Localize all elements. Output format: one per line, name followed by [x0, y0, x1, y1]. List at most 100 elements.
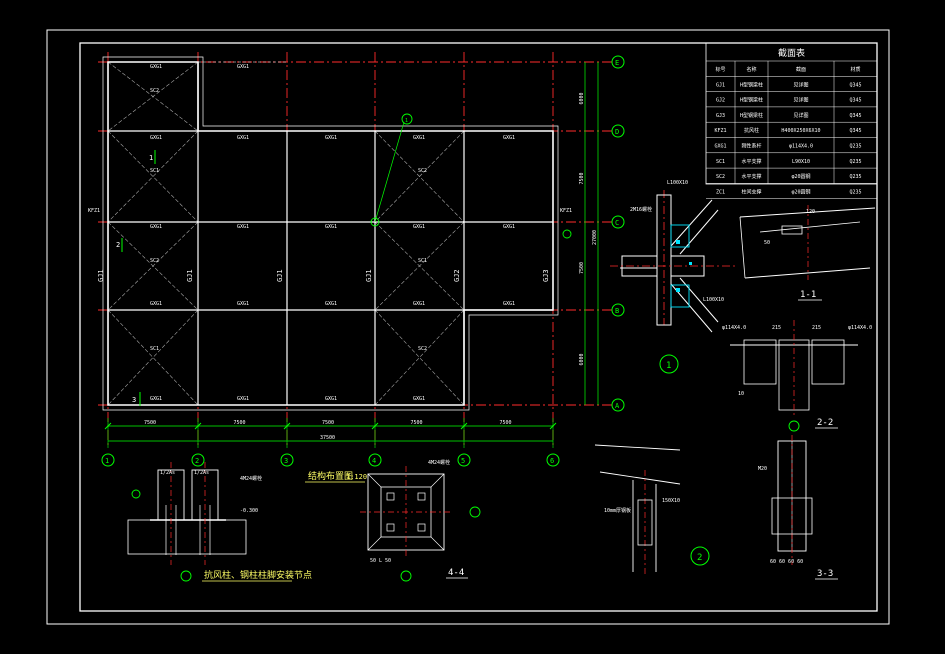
callout-label: 1	[405, 118, 408, 124]
table-cell-2-2: 见详图	[793, 97, 808, 104]
brace-b-2	[107, 221, 199, 311]
s33-plate	[771, 497, 813, 535]
axis-label-row-E: E	[615, 59, 619, 67]
axis-bubble-col-3	[280, 453, 294, 467]
s44-bolt1	[386, 492, 395, 501]
d1-bolt-2	[676, 288, 680, 292]
axis-bubble-row-C	[611, 215, 625, 229]
tie-label-0: GXG1	[150, 64, 162, 70]
s22-left-plate	[743, 339, 777, 385]
d2-beam-top	[594, 444, 681, 451]
tie-label-16: GXG1	[503, 301, 515, 307]
d1-gusset-bottom	[670, 284, 690, 308]
table-frame	[705, 42, 878, 185]
tie-label-17: GXG1	[150, 396, 162, 402]
table-cell-2-1: H型钢梁柱	[740, 97, 763, 104]
s11-label: 1-1	[800, 290, 816, 300]
tie-label-19: GXG1	[325, 396, 337, 402]
brace-b-5	[374, 221, 465, 311]
axis-bubble-row-A	[611, 398, 625, 412]
table-cell-7-3: Q235	[849, 174, 861, 180]
s44-bubble-r	[469, 506, 481, 518]
dim-tick-1	[194, 422, 202, 430]
s22-right-plate	[811, 339, 845, 385]
axis-bubble-col-6	[546, 453, 560, 467]
s11-dim120: 120	[806, 209, 815, 215]
brace-a-3	[107, 309, 199, 406]
table-cell-5-3: Q235	[849, 144, 861, 150]
brace-b-3	[107, 309, 199, 406]
d1-callout	[659, 354, 679, 374]
section-3-3: M20 60 60 60 60 3-3	[758, 435, 838, 580]
axis-label-col-4: 4	[372, 457, 376, 465]
dim-bay-3: 7500	[411, 420, 423, 426]
table-cell-0-3: 材质	[850, 66, 860, 73]
brace-b-0	[107, 61, 199, 132]
table-cell-5-0: GXG1	[714, 144, 726, 150]
axis-label-col-1: 1	[105, 457, 109, 465]
column-base-detail: 1/2As 1/2As -0.300 4M24螺栓 抗风柱、钢柱柱脚安装节点	[127, 462, 312, 582]
axis-bubble-col-5	[457, 453, 471, 467]
dim-row-0: 6000	[579, 92, 585, 104]
table-cell-7-2: φ20圆钢	[791, 173, 810, 180]
section-mark-1: 1	[149, 154, 153, 162]
table-cell-4-2: H400X250X6X10	[781, 128, 820, 134]
d1-angle1: L100X10	[667, 180, 688, 186]
tie-label-11: GXG1	[503, 224, 515, 230]
section-mark-2: 2	[116, 241, 120, 249]
base-note2: 4M24螺栓	[240, 475, 262, 482]
brace-b-6	[374, 309, 465, 406]
s44-diag3	[367, 536, 382, 551]
table-cell-3-0: GJ3	[716, 113, 725, 119]
outer-frame	[46, 29, 890, 625]
s33-label: 3-3	[817, 569, 833, 579]
detail-2: 150X10 10mm厚钢板 2	[594, 444, 710, 575]
s11-beam-top	[739, 207, 876, 218]
s22-dim215b: 215	[812, 325, 821, 331]
table-cell-6-0: SC1	[716, 159, 725, 165]
column-label-2: GJ1	[276, 269, 284, 282]
dim-bay-0: 7500	[144, 420, 156, 426]
tie-label-2: GXG1	[150, 135, 162, 141]
s44-bolt4	[417, 523, 426, 532]
brace-a-6	[374, 309, 465, 406]
base-dim2: 1/2As	[194, 470, 209, 476]
dim-tick-5	[549, 422, 557, 430]
dim-row-1: 7500	[579, 172, 585, 184]
s33-dims: 60 60 60 60	[770, 559, 803, 565]
base-title: 抗风柱、钢柱柱脚安装节点	[204, 569, 312, 581]
tie-label-1: GXG1	[237, 64, 249, 70]
tie-label-14: GXG1	[325, 301, 337, 307]
brace-label-1: SC1	[150, 168, 159, 174]
brace-b-4	[374, 130, 465, 223]
brace-label-2: SC2	[150, 258, 159, 264]
plan-beams	[102, 56, 559, 411]
brace-label-5: SC1	[418, 258, 427, 264]
axis-label-col-2: 2	[195, 457, 199, 465]
table-cell-6-2: L90X10	[792, 159, 810, 165]
axis-label-row-A: A	[615, 402, 620, 410]
d1-gusset-top	[670, 224, 690, 248]
s44-note: 4M24螺栓	[428, 459, 450, 466]
tie-label-6: GXG1	[503, 135, 515, 141]
table-cell-1-1: H型钢梁柱	[740, 81, 763, 88]
s11-dim50: 50	[764, 240, 770, 246]
s44-dims: 50 L 50	[370, 558, 391, 564]
table-cell-7-0: SC2	[716, 174, 725, 180]
s44-bubble	[400, 570, 412, 582]
table-cell-1-2: 见详图	[793, 81, 808, 88]
s33-m20: M20	[758, 466, 767, 472]
inner-frame	[79, 42, 878, 612]
table-cell-0-1: 名称	[746, 66, 756, 73]
plan-outline-inner	[102, 56, 559, 411]
table-cell-6-1: 水平支撑	[741, 158, 761, 165]
brace-label-3: SC1	[150, 346, 159, 352]
table-cell-2-3: Q345	[849, 98, 861, 104]
axis-label-col-3: 3	[284, 457, 288, 465]
section-1-1: 120 50 1-1	[739, 205, 876, 301]
